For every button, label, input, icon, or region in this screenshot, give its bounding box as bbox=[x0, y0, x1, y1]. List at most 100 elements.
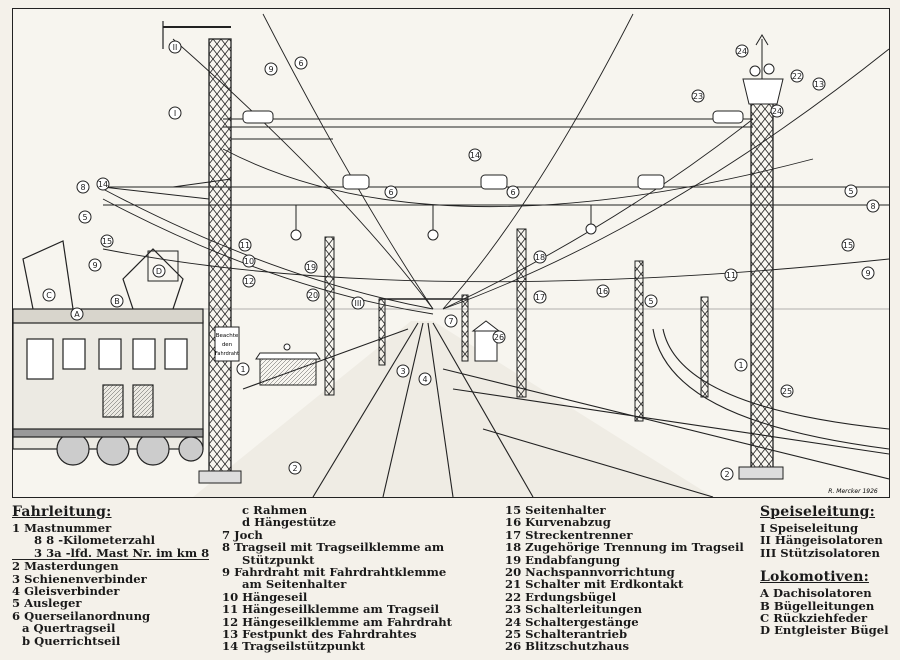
svg-text:6: 6 bbox=[298, 59, 303, 68]
legend-item: 2 Masterdungen bbox=[12, 559, 119, 574]
svg-text:5: 5 bbox=[648, 297, 653, 306]
legend-item: 8 8 -Kilometerzahl bbox=[34, 533, 156, 548]
legend-item: 16 Kurvenabzug bbox=[505, 515, 611, 530]
legend-heading-lokomotiven: Lokomotiven: bbox=[760, 569, 869, 586]
svg-text:C: C bbox=[46, 291, 52, 300]
svg-text:3: 3 bbox=[400, 367, 405, 376]
legend-item: 1 Mastnummer bbox=[12, 521, 112, 535]
svg-text:2: 2 bbox=[724, 470, 729, 479]
svg-text:25: 25 bbox=[782, 387, 792, 396]
legend-item: 10 Hängeseil bbox=[222, 589, 308, 604]
svg-text:I: I bbox=[174, 109, 176, 118]
legend-item: b Querrichtseil bbox=[22, 633, 121, 648]
legend-item: 5 Ausleger bbox=[12, 596, 82, 611]
svg-text:23: 23 bbox=[693, 92, 703, 101]
svg-text:9: 9 bbox=[268, 65, 273, 74]
svg-text:D: D bbox=[156, 267, 162, 276]
callouts: 14 8 5 15 9 11 10 12 1 2 3 4 19 20 III 7… bbox=[42, 40, 880, 481]
svg-text:15: 15 bbox=[843, 241, 853, 250]
svg-text:8: 8 bbox=[80, 183, 85, 192]
legend-item: 23 Schalterleitungen bbox=[505, 602, 643, 617]
legend-item: 25 Schalterantrieb bbox=[505, 627, 628, 642]
svg-text:16: 16 bbox=[598, 287, 608, 296]
legend-item: 21 Schalter mit Erdkontakt bbox=[505, 577, 684, 592]
svg-text:19: 19 bbox=[306, 263, 316, 272]
svg-text:11: 11 bbox=[726, 271, 736, 280]
svg-text:5: 5 bbox=[82, 213, 87, 222]
mast-sign bbox=[214, 326, 240, 362]
legend-item: Stützpunkt bbox=[242, 552, 315, 567]
svg-text:14: 14 bbox=[470, 151, 480, 160]
svg-text:26: 26 bbox=[494, 333, 504, 342]
legend-item: 11 Hängeseilklemme am Tragseil bbox=[222, 602, 440, 617]
poles-mid bbox=[324, 228, 709, 422]
mast-right bbox=[738, 34, 784, 480]
legend-item: 3 Schienenverbinder bbox=[12, 571, 147, 586]
legend-item: A Dachisolatoren bbox=[760, 586, 872, 601]
mast-sign-line-2: den bbox=[222, 342, 233, 348]
legend-item: 18 Zugehörige Trennung im Tragseil bbox=[505, 540, 744, 555]
svg-text:20: 20 bbox=[308, 291, 318, 300]
svg-text:24: 24 bbox=[772, 107, 782, 116]
legend-item: 26 Blitzschutzhaus bbox=[505, 639, 629, 654]
lightning-hut bbox=[471, 320, 501, 362]
legend-item: 3 3a -lfd. Mast Nr. im km 8 bbox=[12, 546, 210, 561]
svg-text:17: 17 bbox=[535, 293, 545, 302]
svg-text:II: II bbox=[173, 43, 178, 52]
svg-text:5: 5 bbox=[848, 187, 853, 196]
svg-text:7: 7 bbox=[448, 317, 453, 326]
legend-item: 13 Festpunkt des Fahrdrahtes bbox=[222, 627, 417, 642]
svg-text:13: 13 bbox=[814, 80, 824, 89]
svg-text:24: 24 bbox=[737, 47, 747, 56]
svg-text:14: 14 bbox=[98, 180, 108, 189]
svg-text:A: A bbox=[74, 310, 80, 319]
catenary-illustration: Beachte den Fahrdraht bbox=[12, 13, 890, 498]
legend-item: 19 Endabfangung bbox=[505, 552, 621, 567]
svg-text:18: 18 bbox=[535, 253, 545, 262]
legend-item: 4 Gleisverbinder bbox=[12, 584, 120, 599]
svg-text:22: 22 bbox=[792, 72, 802, 81]
svg-text:B: B bbox=[114, 297, 120, 306]
svg-text:8: 8 bbox=[870, 202, 875, 211]
svg-text:2: 2 bbox=[292, 464, 297, 473]
legend-item: 20 Nachspannvorrichtung bbox=[505, 565, 675, 580]
svg-text:11: 11 bbox=[240, 241, 250, 250]
legend-item: d Hängestütze bbox=[242, 515, 337, 530]
legend-item: 24 Schaltergestänge bbox=[505, 614, 639, 629]
artist-signature: R. Mercker 1926 bbox=[828, 488, 878, 495]
hanging-insulators bbox=[242, 110, 744, 241]
legend-item: II Hängeisolatoren bbox=[760, 533, 883, 548]
legend-item: 9 Fahrdraht mit Fahrdrahtklemme bbox=[222, 565, 447, 580]
locomotive bbox=[12, 240, 204, 466]
svg-text:1: 1 bbox=[738, 361, 743, 370]
svg-text:12: 12 bbox=[244, 277, 254, 286]
svg-text:6: 6 bbox=[510, 188, 515, 197]
legend-item: I Speiseleitung bbox=[760, 521, 859, 535]
switch-house bbox=[255, 343, 321, 386]
illustration-frame: Beachte den Fahrdraht bbox=[12, 8, 890, 498]
mast-sign-line-1: Beachte bbox=[216, 333, 239, 339]
legend-item: 15 Seitenhalter bbox=[505, 503, 606, 517]
svg-text:9: 9 bbox=[92, 261, 97, 270]
mast-left bbox=[102, 21, 333, 484]
svg-text:III: III bbox=[354, 299, 361, 308]
legend-item: a Quertragseil bbox=[22, 621, 116, 636]
svg-text:10: 10 bbox=[244, 257, 254, 266]
legend-item: 12 Hängeseilklemme am Fahrdraht bbox=[222, 614, 452, 629]
svg-text:4: 4 bbox=[422, 375, 427, 384]
legend-item: 8 Tragseil mit Tragseilklemme am bbox=[222, 540, 445, 555]
svg-text:6: 6 bbox=[388, 188, 393, 197]
legend-item: D Entgleister Bügel bbox=[760, 623, 889, 638]
legend-item: am Seitenhalter bbox=[242, 577, 347, 592]
legend-heading-fahrleitung: Fahrleitung: bbox=[12, 504, 112, 520]
legend-item: III Stützisolatoren bbox=[760, 545, 880, 560]
